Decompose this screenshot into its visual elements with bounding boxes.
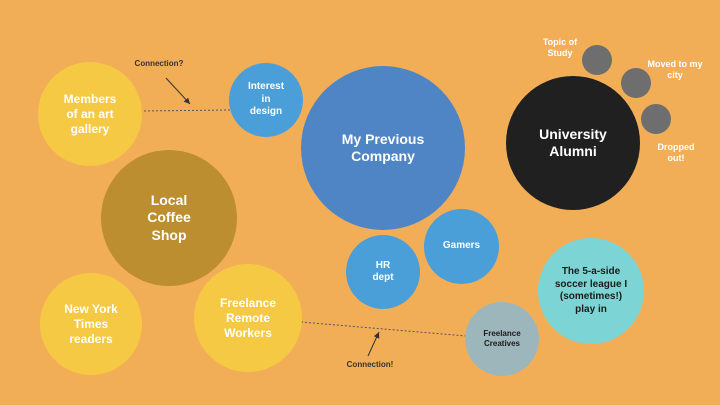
arrow-connection-question <box>165 77 191 105</box>
node-hr-dept-label: HR dept <box>372 259 394 284</box>
satellite-moved-to-city-label: Moved to my city <box>647 59 703 80</box>
node-freelance-creatives: Freelance Creatives <box>465 302 539 376</box>
arrow-connection-exclaim <box>367 331 380 357</box>
connector-remote-creatives <box>300 321 467 337</box>
node-interest-design-label: Interest in design <box>247 81 285 118</box>
node-coffee-shop-label: Local Coffee Shop <box>147 191 191 243</box>
node-university-alumni: University Alumni <box>506 76 640 210</box>
node-freelance-remote-label: Freelance Remote Workers <box>219 295 277 340</box>
satellite-topic-of-study-label: Topic of Study <box>542 37 578 58</box>
node-freelance-creatives-label: Freelance Creatives <box>483 329 521 348</box>
connector-gallery-design <box>139 109 232 112</box>
node-freelance-remote: Freelance Remote Workers <box>194 264 302 372</box>
node-interest-design: Interest in design <box>229 63 303 137</box>
node-previous-company: My Previous Company <box>301 66 465 230</box>
annotation-connection-exclaim: Connection! <box>346 360 394 369</box>
node-nyt-readers: New York Times readers <box>40 273 142 375</box>
node-art-gallery: Members of an art gallery <box>38 62 142 166</box>
node-gamers: Gamers <box>424 209 499 284</box>
node-hr-dept: HR dept <box>346 235 420 309</box>
satellite-dropped-out-label: Dropped out! <box>657 142 695 163</box>
node-art-gallery-label: Members of an art gallery <box>63 91 117 136</box>
satellite-topic-of-study <box>582 45 612 75</box>
satellite-moved-to-city <box>621 68 651 98</box>
node-nyt-readers-label: New York Times readers <box>64 301 118 346</box>
satellite-dropped-out <box>641 104 671 134</box>
node-previous-company-label: My Previous Company <box>341 130 425 165</box>
node-university-alumni-label: University Alumni <box>539 125 607 160</box>
node-soccer-league-label: The 5-a-side soccer league I (sometimes!… <box>554 266 628 315</box>
node-coffee-shop: Local Coffee Shop <box>101 150 237 286</box>
node-soccer-league: The 5-a-side soccer league I (sometimes!… <box>538 238 644 344</box>
annotation-connection-question: Connection? <box>134 59 184 68</box>
node-gamers-label: Gamers <box>442 240 481 252</box>
